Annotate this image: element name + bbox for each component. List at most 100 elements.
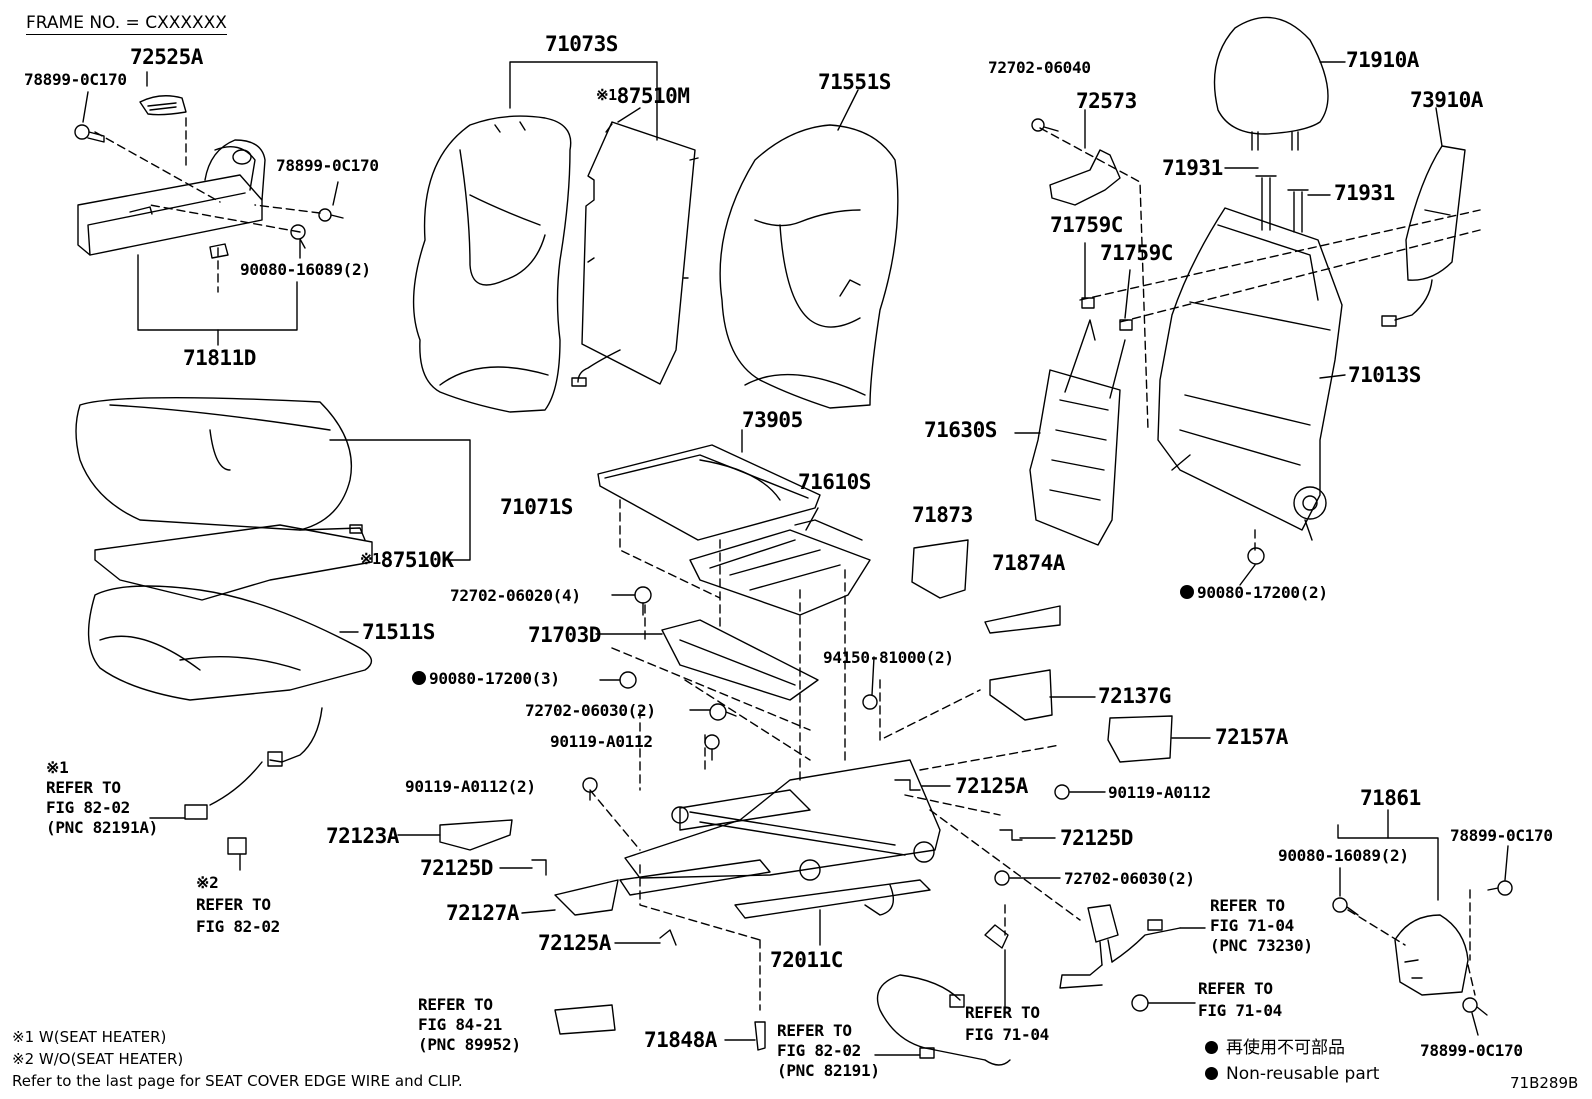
reference-fig-71-04-harness[interactable]: REFER TO FIG 71-04 [965,1002,1049,1046]
reference-fig-82-02-no-heater[interactable]: ※2 REFER TO FIG 82-02 [196,872,280,938]
leader-71013s [1319,374,1346,379]
part-callout-72011c[interactable]: 72011C [770,948,843,972]
part-callout-71874a[interactable]: 71874A [992,551,1065,575]
headrest-guide-parts [1255,175,1309,233]
part-callout-90080-17200-left[interactable]: 90080-17200(3) [412,671,560,687]
part-callout-72123a[interactable]: 72123A [326,824,399,848]
part-callout-71873[interactable]: 71873 [912,503,973,527]
part-callout-71848a[interactable]: 71848A [644,1028,717,1052]
part-callout-72157a[interactable]: 72157A [1215,725,1288,749]
reference-refer-to: REFER TO [1210,896,1285,915]
cushion-pan-part [597,444,821,541]
part-callout-71759c-upper[interactable]: 71759C [1050,213,1123,237]
armrest-fasteners [74,124,344,249]
part-callout-71551s[interactable]: 71551S [818,70,891,94]
armrest-cover-part [77,95,266,259]
leader-72127a [521,909,556,914]
part-callout-78899-0c170-top-middle[interactable]: 78899-0C170 [276,156,379,175]
part-callout-71013s[interactable]: 71013S [1348,363,1421,387]
part-callout-78899-0c170-right-lower[interactable]: 78899-0C170 [1420,1041,1523,1060]
seatback-frame-part [1157,207,1343,541]
leader-90080-17200-r [1239,564,1256,586]
part-callout-71811d[interactable]: 71811D [183,346,256,370]
reference-figure: FIG 84-21 [418,1015,502,1034]
part-callout-78899-0c170-right-upper[interactable]: 78899-0C170 [1450,826,1553,845]
legend-dot-icon [1205,1067,1218,1080]
part-callout-90080-17200-right-text: 90080-17200(2) [1197,583,1328,602]
buckle-nut-part [1131,994,1149,1012]
side-shield-part [1394,914,1469,996]
part-callout-71931-right[interactable]: 71931 [1334,181,1395,205]
part-callout-71931-left[interactable]: 71931 [1162,156,1223,180]
reference-refer-to: REFER TO [196,895,271,914]
footnote-no-seat-heater: ※2 W/O(SEAT HEATER) [12,1050,184,1068]
part-callout-71630s[interactable]: 71630S [924,418,997,442]
part-callout-72702-06020[interactable]: 72702-06020(4) [450,586,581,605]
reference-refer-to: REFER TO [965,1003,1040,1022]
seatback-small-parts [1031,109,1265,565]
seatback-heater-part [571,121,699,387]
legend-dot-icon [1205,1041,1218,1054]
seatback-dashed-leaders [1039,127,1481,551]
part-callout-90119-a0112-left[interactable]: 90119-A0112(2) [405,777,536,796]
part-callout-73905[interactable]: 73905 [742,408,803,432]
part-callout-87510k[interactable]: ※187510K [360,550,454,571]
part-callout-72525a[interactable]: 72525A [130,45,203,69]
part-callout-78899-0c170-top-left[interactable]: 78899-0C170 [24,70,127,89]
part-callout-73910a[interactable]: 73910A [1410,88,1483,112]
part-callout-71073s[interactable]: 71073S [545,32,618,56]
leader-78899-tl [82,91,89,123]
part-callout-71759c-lower[interactable]: 71759C [1100,241,1173,265]
part-callout-72702-06040[interactable]: 72702-06040 [988,58,1091,77]
legend-non-reusable-en: Non-reusable part [1205,1066,1379,1083]
leader-94150 [871,656,875,696]
side-shield-fasteners [1332,880,1513,1016]
legend-non-reusable-en-text: Non-reusable part [1226,1064,1380,1084]
part-callout-71071s[interactable]: 71071S [500,495,573,519]
part-callout-90119-a0112-right[interactable]: 90119-A0112 [1108,783,1211,802]
reference-fig-84-21[interactable]: REFER TO FIG 84-21 (PNC 89952) [418,995,521,1055]
reference-figure: FIG 82-02 [777,1041,861,1060]
leader-78899-r1 [1504,845,1509,881]
part-callout-71703d[interactable]: 71703D [528,623,601,647]
non-reusable-dot [1180,585,1194,599]
reference-refer-to: REFER TO [777,1021,852,1040]
reference-refer-to: REFER TO [1198,979,1273,998]
leader-71610s [805,507,819,531]
part-callout-71861[interactable]: 71861 [1360,786,1421,810]
reference-fig-71-04-nut[interactable]: REFER TO FIG 71-04 [1198,978,1282,1022]
part-callout-90119-a0112-upper[interactable]: 90119-A0112 [550,732,653,751]
part-callout-90080-17200-right[interactable]: 90080-17200(2) [1180,585,1328,601]
part-callout-94150-81000[interactable]: 94150-81000(2) [823,648,954,667]
part-callout-72127a[interactable]: 72127A [446,901,519,925]
reference-mark: ※1 [46,758,69,777]
reference-pnc: (PNC 73230) [1210,936,1313,955]
part-callout-72702-06030-lower[interactable]: 72702-06030(2) [1064,869,1195,888]
reference-fig-82-02-seat-heater[interactable]: ※1 REFER TO FIG 82-02 (PNC 82191A) [46,758,158,838]
cushion-spring-part [689,519,871,616]
heater-mark-1-inline: ※1 [360,550,381,568]
seat-pad-part [87,585,373,701]
reference-fig-82-02-floor[interactable]: REFER TO FIG 82-02 (PNC 82191) [777,1021,880,1081]
cushion-frame-part [661,619,819,701]
reference-fig-71-04-buckle[interactable]: REFER TO FIG 71-04 (PNC 73230) [1210,896,1313,956]
part-callout-72125a-lower[interactable]: 72125A [538,931,611,955]
part-callout-90080-16089-left[interactable]: 90080-16089(2) [240,260,371,279]
part-callout-71511s[interactable]: 71511S [362,620,435,644]
part-callout-72137g[interactable]: 72137G [1098,684,1171,708]
seat-heater-harness-part [184,707,323,855]
cushion-fasteners [582,586,1070,886]
part-callout-90080-16089-right[interactable]: 90080-16089(2) [1278,846,1409,865]
part-callout-72125d-left[interactable]: 72125D [420,856,493,880]
headrest-part [1213,16,1329,151]
part-callout-87510m[interactable]: ※187510M [596,86,690,107]
part-callout-72573[interactable]: 72573 [1076,89,1137,113]
footnote-edge-wire: Refer to the last page for SEAT COVER ED… [12,1072,463,1090]
part-callout-72702-06030-upper[interactable]: 72702-06030(2) [525,701,656,720]
part-callout-72125d-right[interactable]: 72125D [1060,826,1133,850]
part-callout-71910a[interactable]: 71910A [1346,48,1419,72]
part-callout-71610s[interactable]: 71610S [798,470,871,494]
lumbar-support-part [1029,319,1126,546]
part-callout-72125a-upper[interactable]: 72125A [955,774,1028,798]
drawing-id: 71B289B [1510,1074,1579,1092]
